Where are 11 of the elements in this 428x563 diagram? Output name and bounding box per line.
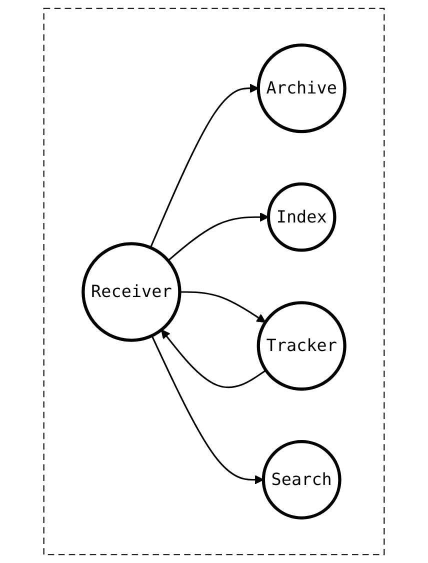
node-circle: Search bbox=[262, 440, 342, 520]
cluster bbox=[43, 8, 385, 556]
node-circle: Index bbox=[266, 182, 336, 252]
arrow bbox=[161, 329, 266, 388]
arrow bbox=[151, 335, 264, 484]
arrow bbox=[150, 84, 259, 248]
node-circle: Tracker bbox=[256, 301, 346, 391]
node-circle: Archive bbox=[256, 44, 346, 134]
arrow bbox=[168, 212, 269, 262]
arrow bbox=[180, 291, 266, 323]
node-circle: Receiver bbox=[82, 242, 182, 342]
